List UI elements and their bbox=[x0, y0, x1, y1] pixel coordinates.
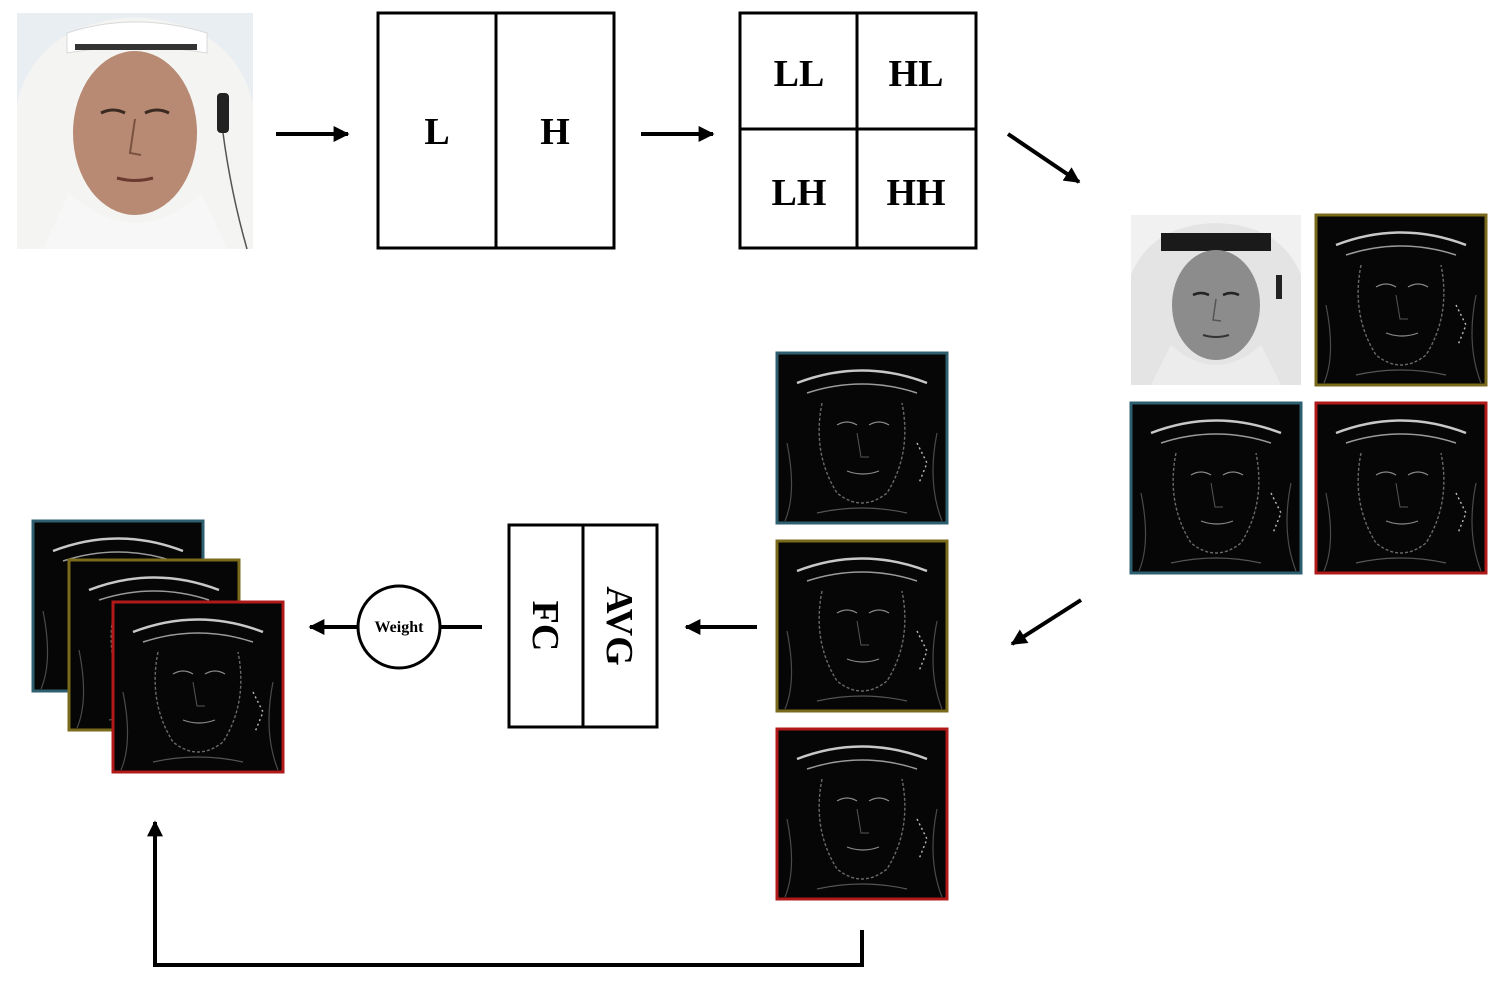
subband-lh-image bbox=[1129, 401, 1303, 575]
high-freq-image-lh bbox=[775, 351, 949, 525]
label-fc: FC bbox=[524, 601, 566, 652]
label-avg: AVG bbox=[598, 586, 640, 666]
label-weight: Weight bbox=[375, 619, 425, 636]
subband-ll-image bbox=[1129, 213, 1303, 387]
decomposition-2d-box: LL HL LH HH bbox=[738, 11, 978, 250]
decomposition-1d-box: L H bbox=[376, 11, 616, 250]
label-hh: HH bbox=[886, 172, 945, 214]
weighted-output-hh bbox=[111, 600, 285, 774]
high-freq-image-hh bbox=[775, 727, 949, 901]
label-l: L bbox=[424, 111, 449, 153]
subband-hh-image bbox=[1314, 401, 1488, 575]
arrow-to-high-frequency-column bbox=[1010, 598, 1083, 646]
residual-connection-arrow bbox=[147, 820, 864, 967]
label-hl: HL bbox=[889, 53, 944, 95]
label-lh: LH bbox=[772, 172, 827, 214]
subband-hl-image bbox=[1314, 213, 1488, 387]
arrow-to-subband-images bbox=[1006, 132, 1081, 184]
label-h: H bbox=[540, 111, 570, 153]
attention-block: FC AVG bbox=[507, 523, 659, 729]
label-ll: LL bbox=[774, 53, 825, 95]
weight-node: Weight bbox=[356, 584, 442, 670]
input-face-photo bbox=[17, 13, 253, 249]
high-freq-image-hl bbox=[775, 539, 949, 713]
